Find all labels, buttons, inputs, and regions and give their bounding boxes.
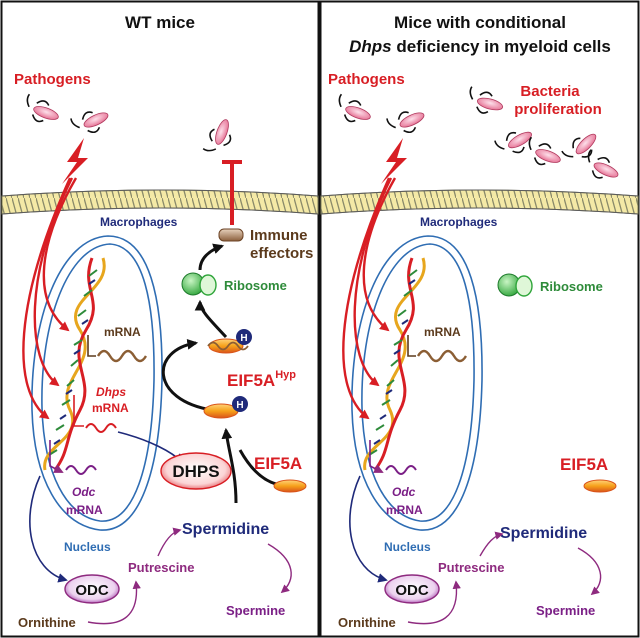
pathway-arrow	[157, 527, 182, 557]
pathogen-icon	[494, 131, 532, 154]
right-ribosome-label: Ribosome	[540, 279, 603, 294]
hypusine-badge	[232, 396, 248, 412]
left-dhps-label: DHPS	[172, 462, 219, 481]
left-spermidine-label: Spermidine	[182, 521, 269, 538]
dhps-node	[160, 452, 232, 490]
odc-mrna-strand	[65, 465, 97, 475]
hypusine-badge	[236, 329, 252, 345]
left-odc-mrna-suffix: mRNA	[66, 503, 103, 517]
immune-effector-icon	[218, 228, 244, 242]
left-odc-mrna-gene: Odc	[72, 485, 96, 499]
odc-node	[384, 574, 440, 604]
translation-arrow	[349, 475, 388, 583]
pathogen-icon	[338, 93, 371, 123]
pathway-arrow	[87, 580, 141, 625]
right-eif5a-label: EIF5A	[560, 455, 608, 474]
pathogen-icon	[528, 136, 561, 166]
right-mrna-label: mRNA	[424, 325, 461, 339]
signal-arrow	[362, 177, 397, 332]
mrna-strand	[416, 349, 468, 363]
left-eif5a-hyp-label: EIF5AHyp	[227, 369, 296, 390]
right-spermine-label: Spermine	[536, 603, 595, 618]
dna-helix	[363, 257, 426, 471]
ribosome-icon	[181, 272, 217, 296]
pathway-arrow	[407, 580, 461, 625]
signal-arrow	[342, 177, 391, 420]
right-spermidine-label: Spermidine	[500, 525, 587, 542]
left-panel	[0, 0, 320, 638]
right-macrophages-label: Macrophages	[420, 215, 498, 229]
right-putrescine-label: Putrescine	[438, 560, 504, 575]
right-bacteria-line1: Bacteria	[520, 83, 580, 100]
translation-arrow	[29, 475, 68, 583]
ribosome-icon	[497, 273, 533, 297]
right-nucleus-label: Nucleus	[384, 540, 431, 554]
pathogen-icon	[587, 149, 619, 179]
right-pathogens-label: Pathogens	[328, 71, 405, 88]
cell-membrane	[1, 189, 319, 215]
cell-membrane	[320, 189, 639, 215]
flow-arrow	[221, 427, 238, 504]
dhps-mrna-strand	[85, 423, 117, 433]
left-dhps-mrna-suffix: mRNA	[92, 401, 129, 415]
right-bacteria-line2: proliferation	[514, 101, 602, 118]
left-ornithine-label: Ornithine	[18, 615, 76, 630]
pathway-arrow	[267, 543, 292, 594]
right-title-line2: Dhps deficiency in myeloid cells	[349, 37, 611, 56]
left-eif5a-label: EIF5A	[254, 454, 302, 473]
left-ribosome-label: Ribosome	[224, 278, 287, 293]
right-odc-mrna-suffix: mRNA	[386, 503, 423, 517]
hypusine-badge-label: H	[236, 400, 243, 411]
pathogen-icon	[386, 111, 425, 134]
left-title: WT mice	[125, 13, 195, 32]
mrna-strand	[96, 349, 148, 363]
signal-arrow	[42, 177, 78, 332]
nucleus-envelope	[351, 235, 483, 531]
pathway-arrow	[577, 547, 602, 596]
pathogen-icon	[70, 111, 109, 134]
eif5a-protein	[583, 479, 617, 493]
signal-arrow	[22, 177, 72, 420]
right-title-line1: Mice with conditional	[394, 13, 566, 32]
pathogen-icon	[26, 93, 59, 123]
flow-arrow	[161, 338, 213, 412]
left-macrophages-label: Macrophages	[100, 215, 178, 229]
pathogen-icon	[469, 86, 504, 114]
hypusine-badge-label: H	[240, 333, 247, 344]
left-odc-label: ODC	[75, 582, 109, 599]
left-immune-line1: Immune	[250, 227, 308, 244]
right-odc-mrna-gene: Odc	[392, 485, 416, 499]
signal-bolt-icon	[381, 138, 407, 184]
left-mrna-label: mRNA	[104, 325, 141, 339]
left-immune-line2: effectors	[250, 245, 313, 262]
right-odc-label: ODC	[395, 582, 429, 599]
left-dhps-mrna-gene: Dhps	[96, 385, 126, 399]
pathogen-icon	[561, 133, 597, 158]
left-pathogens-label: Pathogens	[14, 71, 91, 88]
odc-node	[64, 574, 120, 604]
signal-bolt-icon	[62, 138, 88, 184]
odc-mrna-strand	[385, 465, 417, 475]
right-ornithine-label: Ornithine	[338, 615, 396, 630]
flow-arrow	[238, 449, 277, 486]
flow-arrow	[194, 299, 228, 339]
left-nucleus-label: Nucleus	[64, 540, 111, 554]
flow-arrow	[198, 243, 225, 271]
pathway-arrow	[479, 531, 504, 557]
left-spermine-label: Spermine	[226, 603, 285, 618]
eif5a-protein	[273, 479, 307, 493]
nucleus-envelope	[31, 235, 163, 531]
right-panel	[319, 0, 640, 638]
dna-helix	[43, 257, 106, 471]
pathogen-icon	[202, 119, 232, 152]
left-putrescine-label: Putrescine	[128, 560, 194, 575]
